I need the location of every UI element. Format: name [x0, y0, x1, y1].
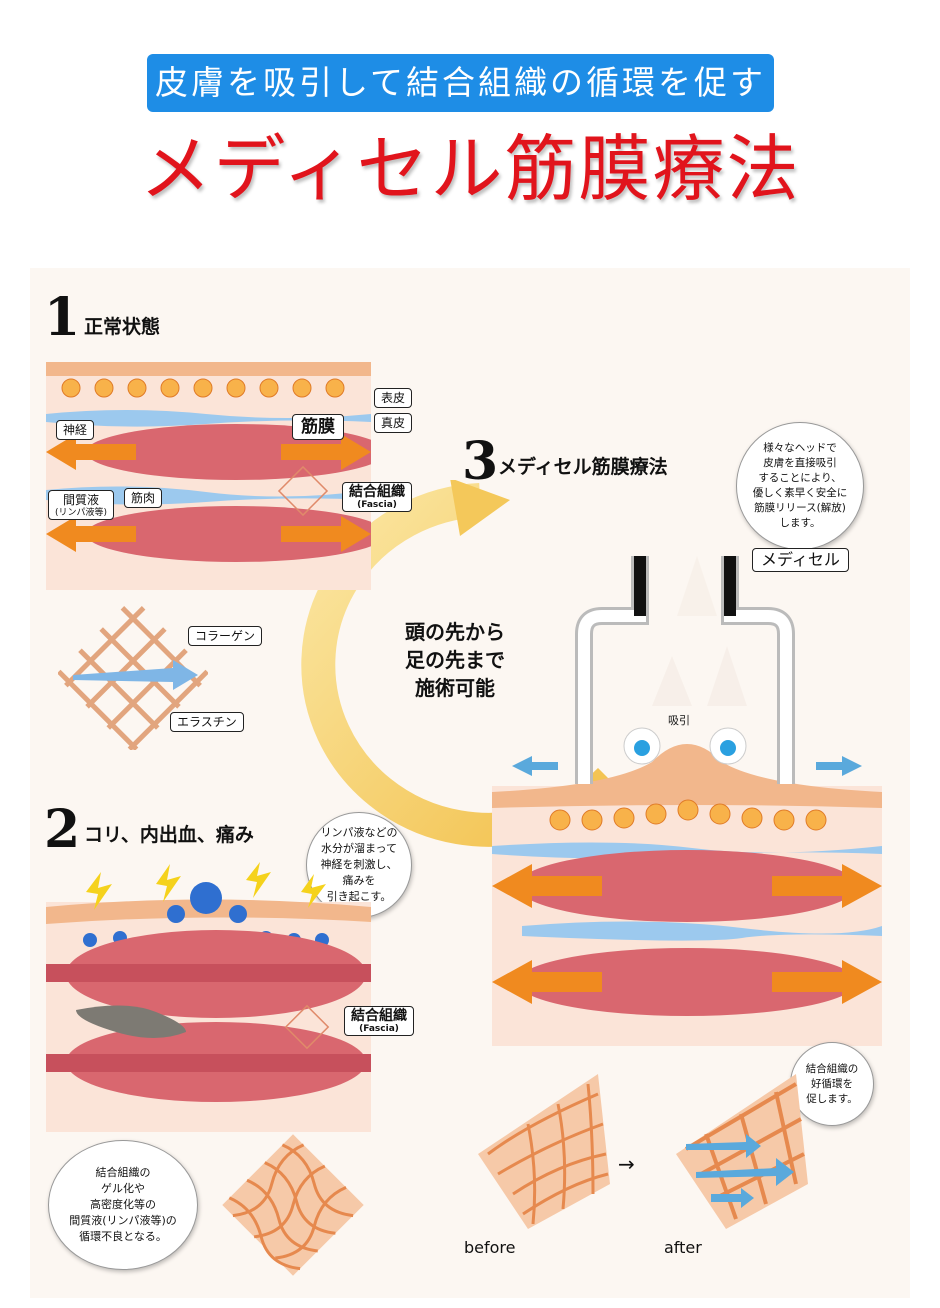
- section3-top-bubble: 様々なヘッドで 皮膚を直接吸引 することにより、 優しく素早く安全に 筋膜リリー…: [736, 422, 864, 550]
- s3-top-line-6: します。: [779, 517, 821, 529]
- label-connective-tissue: 結合組織 (Fascia): [342, 482, 412, 512]
- s2-bottom-line-3: 高密度化等の: [90, 1198, 156, 1211]
- label-collagen: コラーゲン: [188, 626, 263, 646]
- label-suction: 吸引: [668, 714, 690, 727]
- center-text: 頭の先から 足の先まで 施術可能: [375, 618, 535, 702]
- section1-tissue-illustration: [46, 362, 371, 590]
- before-after-arrow: →: [618, 1152, 635, 1176]
- collagen-mesh-illustration: [58, 606, 208, 750]
- center-line-3: 施術可能: [415, 676, 495, 700]
- section2-bottom-bubble: 結合組織の ゲル化や 高密度化等の 間質液(リンパ液等)の 循環不良となる。: [48, 1140, 198, 1270]
- s2-top-line-3: 神経を刺激し、: [320, 858, 398, 871]
- section2-label-connective: 結合組織 (Fascia): [344, 1006, 414, 1036]
- s2-top-line-1: リンパ液などの: [320, 826, 398, 839]
- section2-tissue-illustration: [46, 862, 371, 1132]
- s3-bottom-line-1: 結合組織の: [805, 1062, 859, 1075]
- s2-connective-sub: (Fascia): [359, 1024, 399, 1034]
- label-dermis: 真皮: [374, 413, 413, 433]
- section3-bottom-bubble: 結合組織の 好循環を 促します。: [790, 1042, 874, 1126]
- label-after: after: [664, 1238, 702, 1257]
- gelled-mesh-illustration: [222, 1134, 364, 1276]
- center-line-2: 足の先まで: [405, 648, 505, 672]
- label-interstitial-main: 間質液: [63, 493, 100, 507]
- s2-top-line-4: 痛みを: [342, 874, 376, 887]
- header-banner: 皮膚を吸引して結合組織の循環を促す: [147, 54, 774, 112]
- label-elastin: エラスチン: [170, 712, 244, 732]
- section2-number: 2: [44, 799, 81, 860]
- page-title: メディセル筋膜療法: [139, 127, 801, 211]
- label-medicell: メディセル: [752, 548, 849, 572]
- s3-bottom-line-2: 好循環を: [811, 1077, 853, 1090]
- after-mesh-illustration: [676, 1074, 808, 1229]
- s3-top-line-2: 皮膚を直接吸引: [763, 457, 837, 469]
- s3-top-line-5: 筋膜リリース(解放): [754, 502, 846, 514]
- s3-top-line-3: することにより、: [758, 472, 842, 484]
- section1-number: 1: [44, 287, 81, 348]
- s3-top-line-1: 様々なヘッドで: [763, 442, 837, 454]
- section3-number: 3: [462, 431, 499, 492]
- s2-top-line-5: 引き起こす。: [326, 890, 392, 903]
- before-mesh-illustration: [478, 1074, 610, 1229]
- section3-title: メディセル筋膜療法: [498, 456, 668, 478]
- section2-title: コリ、内出血、痛み: [84, 824, 254, 846]
- s2-top-line-2: 水分が溜まって: [320, 842, 397, 855]
- label-muscle: 筋肉: [124, 488, 163, 508]
- center-line-1: 頭の先から: [405, 620, 505, 644]
- section1-title: 正常状態: [84, 316, 161, 338]
- label-interstitial: 間質液 (リンパ液等): [48, 490, 115, 520]
- label-fascia: 筋膜: [292, 414, 344, 440]
- s3-top-line-4: 優しく素早く安全に: [752, 487, 848, 499]
- s2-bottom-line-5: 循環不良となる。: [79, 1230, 167, 1243]
- label-nerve: 神経: [56, 420, 95, 440]
- section3-device-illustration: [492, 556, 882, 1046]
- label-connective-sub: (Fascia): [357, 500, 397, 510]
- s2-bottom-line-4: 間質液(リンパ液等)の: [69, 1214, 177, 1227]
- label-before: before: [464, 1238, 516, 1257]
- label-connective-main: 結合組織: [349, 484, 405, 500]
- label-interstitial-sub: (リンパ液等): [55, 508, 108, 518]
- s2-connective-main: 結合組織: [351, 1008, 407, 1024]
- s2-bottom-line-2: ゲル化や: [101, 1182, 145, 1195]
- s2-bottom-line-1: 結合組織の: [95, 1166, 151, 1179]
- label-epidermis: 表皮: [374, 388, 413, 408]
- s3-bottom-line-3: 促します。: [806, 1092, 858, 1105]
